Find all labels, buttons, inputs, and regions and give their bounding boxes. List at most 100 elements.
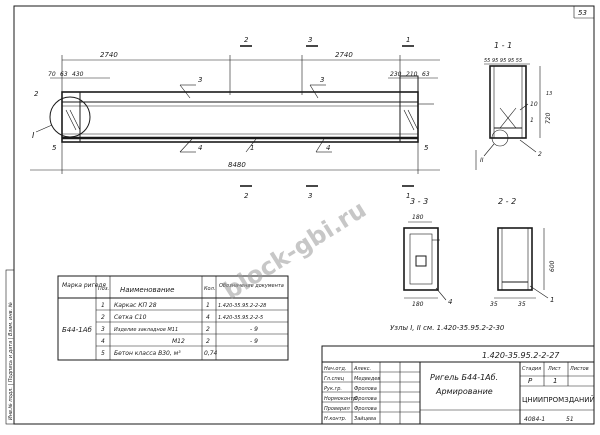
callout-5-left: 5 — [52, 144, 57, 152]
callout-1: 1 — [250, 144, 254, 152]
section-3-3-outline — [403, 227, 439, 291]
tb-name-1: Алекс. — [353, 366, 371, 372]
section-2-2-outline — [497, 227, 533, 291]
table-row-2-name: Сетка С10 — [114, 314, 147, 321]
table-row-5-name: Бетон класса В30, м³ — [114, 350, 181, 357]
section-mark-1-bottom: 1 — [406, 192, 410, 200]
callout-2: 2 — [34, 90, 39, 98]
dim-right: 2740 — [335, 51, 353, 59]
section-3-3-dim-bottom: 180 — [412, 301, 424, 308]
tb-sheet-label: Лист — [547, 366, 562, 372]
callout-4-right: 4 — [326, 144, 330, 152]
section-2-2-dim-b: 35 — [518, 301, 526, 308]
section-2-2: 2 - 2 600 35 35 1 — [490, 197, 556, 308]
section-1-1-outline — [489, 65, 527, 139]
section-2-2-title: 2 - 2 — [498, 197, 516, 206]
title-block-title-1: Ригель Б44-1Аб. — [430, 373, 498, 382]
tb-sheets-label: Листов — [569, 366, 589, 372]
tb-sheet: 1 — [553, 377, 557, 385]
tb-name-2: Медведев — [354, 376, 380, 382]
dim-left-c: 63 — [60, 71, 68, 78]
section-2-2-height: 600 — [549, 260, 556, 272]
section-2-2-dim-a: 35 — [490, 301, 498, 308]
table-header-name: Наименование — [120, 286, 174, 294]
side-stamp-text: Инв.№ подл. | Подпись и дата | Взам. инв… — [8, 302, 14, 420]
title-block-code: 1.420-35.95.2-2-27 — [482, 351, 560, 360]
title-block-title-2: Армирование — [435, 387, 493, 396]
section-3-3-title: 3 - 3 — [410, 197, 428, 206]
callout-3-right: 3 — [320, 76, 324, 84]
tb-role-6: Н.контр. — [324, 416, 346, 422]
tb-role-5: Проверил — [324, 406, 350, 412]
dim-left-b: 430 — [72, 71, 84, 78]
tb-bottom-code: 4084-1 — [524, 416, 545, 423]
section-mark-3-bottom: 3 — [308, 192, 312, 200]
section-1-1-sub: 13 — [546, 91, 552, 97]
section-1-1-callout-10: 10 — [530, 101, 538, 108]
section-1-1-callout-II: II — [480, 157, 484, 164]
section-1-1-height: 720 — [545, 112, 552, 124]
tb-name-4: Фролова — [354, 396, 377, 402]
table-row-1-qty: 1 — [206, 302, 210, 309]
section-1-1: 1 - 1 55 95 95 95 55 720 13 10 1 2 II — [475, 41, 552, 170]
section-1-1-title: 1 - 1 — [494, 41, 512, 50]
node-II-circle — [491, 129, 509, 147]
callout-3: 3 — [198, 76, 202, 84]
section-mark-3-top: 3 — [308, 36, 312, 44]
dim-right-a: 230 — [390, 71, 402, 78]
dim-right-b: 210 — [406, 71, 418, 78]
beam-elevation: 2740 2740 70 63 430 230 210 63 8480 — [30, 36, 440, 200]
table-row-4-name: М12 — [172, 338, 185, 345]
section-3-3-callout-4: 4 — [448, 298, 452, 306]
table-row-2-pos: 2 — [101, 314, 105, 321]
section-mark-1-top: 1 — [406, 36, 410, 44]
spec-table: Марка ригеля Поз. Наименование Кол. Обоз… — [57, 275, 289, 361]
sheet-border — [13, 5, 595, 425]
tb-org: ЦНИИПРОМЗДАНИЙ — [522, 395, 595, 404]
table-row-1-doc: 1.420-35.95.2-2-28 — [218, 303, 266, 309]
table-row-4-doc: - 9 — [250, 338, 258, 345]
table-header-doc: Обозначение документа — [219, 283, 284, 289]
tb-name-6: Зайцева — [354, 416, 376, 422]
section-1-1-dims-top: 55 95 95 95 55 — [484, 58, 522, 64]
callout-5-right: 5 — [424, 144, 429, 152]
watermark: block-gbi.ru — [218, 195, 371, 305]
page-number: 53 — [578, 9, 587, 17]
table-header-mark: Марка ригеля — [62, 282, 106, 289]
dim-right-c: 63 — [422, 71, 430, 78]
callout-4-left: 4 — [198, 144, 202, 152]
title-block: 1.420-35.95.2-2-27 Нач.отд. Гл.спец Рук.… — [321, 345, 595, 425]
table-row-4-pos: 4 — [101, 338, 105, 345]
tb-stage: Р — [528, 377, 533, 385]
dim-left: 2740 — [100, 51, 118, 59]
table-header-pos: Поз. — [98, 286, 109, 292]
section-2-2-callout-1: 1 — [550, 296, 554, 304]
section-mark-2-top: 2 — [244, 36, 249, 44]
dim-left-a: 70 — [48, 71, 56, 78]
tb-name-5: Фролова — [354, 406, 377, 412]
section-3-3: 3 - 3 180 180 4 — [403, 197, 452, 308]
node-I-label: I — [32, 131, 35, 140]
tb-name-3: Фроловa — [354, 386, 377, 392]
table-header-qty: Кол. — [204, 286, 215, 292]
table-row-3-name: Изделие закладное М11 — [114, 327, 178, 333]
section-mark-2-bottom: 2 — [244, 192, 249, 200]
tb-role-1: Нач.отд. — [324, 366, 346, 372]
dim-total: 8480 — [228, 161, 246, 169]
side-stamp: Инв.№ подл. | Подпись и дата | Взам. инв… — [5, 269, 15, 425]
table-row-5-pos: 5 — [101, 350, 105, 357]
section-3-3-dim-top: 180 — [412, 214, 424, 221]
beam-outline — [61, 91, 419, 143]
table-row-3-pos: 3 — [101, 326, 105, 333]
nodes-note: Узлы I, II см. 1.420-35.95.2-2-30 — [390, 324, 505, 332]
tb-role-4: Нормоконтр. — [324, 396, 358, 402]
table-row-5-qty: 0,74 — [204, 350, 218, 357]
table-mark-value: Б44-1Аб — [62, 326, 92, 334]
table-row-1-pos: 1 — [101, 302, 105, 309]
node-I-circle — [49, 96, 91, 138]
table-row-3-doc: - 9 — [250, 326, 258, 333]
tb-role-3: Рук.гр. — [324, 386, 342, 392]
table-row-1-name: Каркас КП 28 — [114, 302, 157, 309]
table-row-4-qty: 2 — [206, 338, 210, 345]
